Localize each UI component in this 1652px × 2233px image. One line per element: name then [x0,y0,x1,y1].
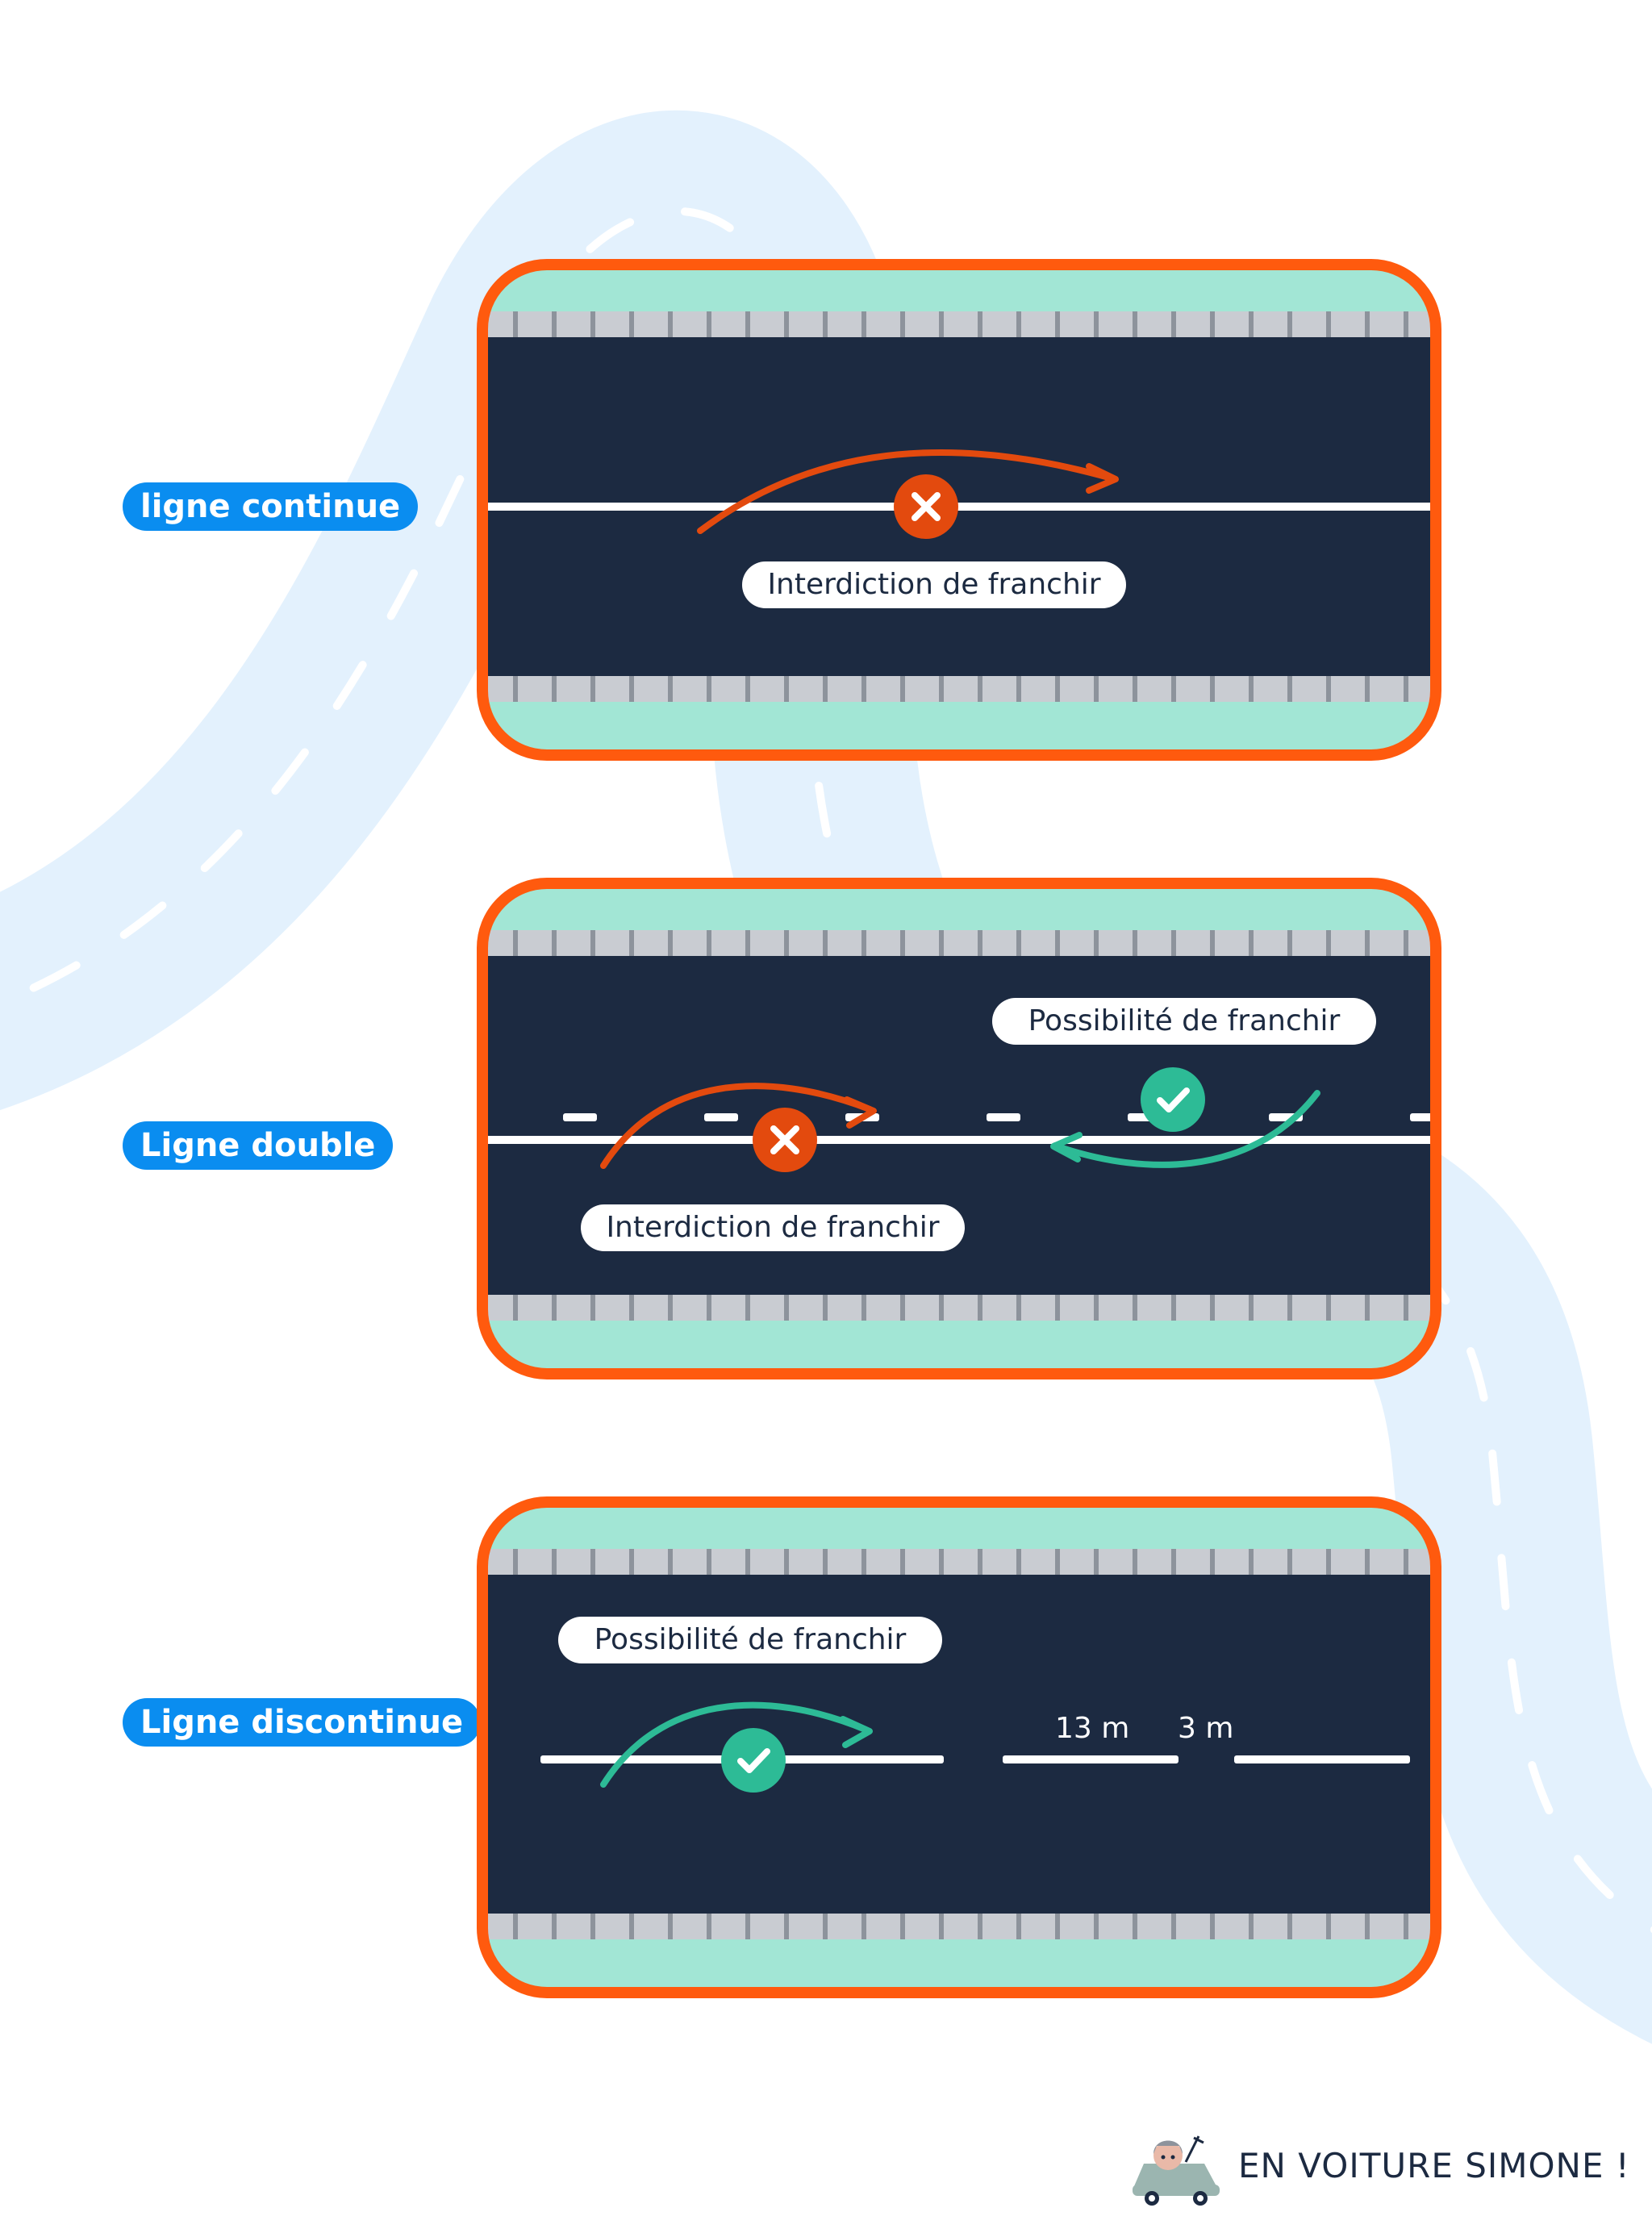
panel-ligne-continue: Interdiction de franchir [474,257,1444,763]
cross-icon [753,1108,817,1172]
road-illustration [477,259,1441,761]
panel-ligne-double: Possibilité de franchir Interdiction de … [474,875,1444,1382]
check-icon [721,1728,786,1793]
bubble-interdiction: Interdiction de franchir [581,1204,965,1251]
brand-name: EN VOITURE SIMONE ! [1238,2146,1630,2185]
measure-gap-length: 3 m [1178,1712,1234,1745]
section-label-ligne-double: Ligne double [123,1121,394,1170]
bubble-possibilite: Possibilité de franchir [558,1617,942,1663]
measure-dash-length: 13 m [1055,1712,1130,1745]
section-label-ligne-discontinue: Ligne discontinue [123,1698,482,1747]
road-illustration [477,878,1441,1379]
road-illustration [477,1496,1441,1998]
check-icon [1141,1067,1205,1132]
bubble-possibilite: Possibilité de franchir [992,998,1376,1045]
cross-icon [894,474,958,539]
section-label-ligne-continue: ligne continue [123,482,419,531]
panel-ligne-discontinue: Possibilité de franchir 13 m 3 m [474,1494,1444,2001]
car-logo-icon [1133,2135,1220,2206]
bubble-interdiction: Interdiction de franchir [742,561,1126,608]
